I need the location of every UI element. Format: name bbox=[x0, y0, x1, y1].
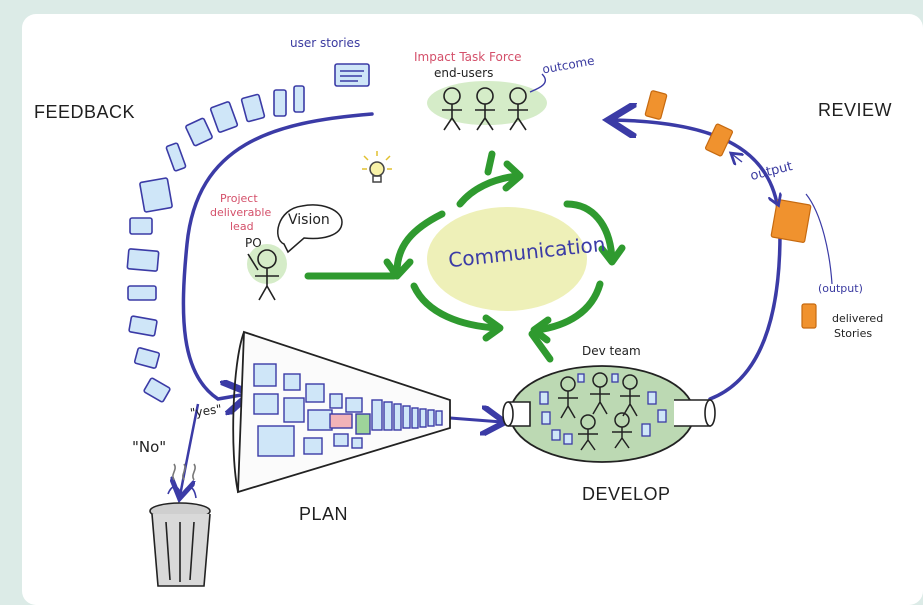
story-card bbox=[273, 89, 287, 117]
delivered-line2: Stories bbox=[834, 327, 873, 340]
po-role-line1: Project bbox=[220, 192, 258, 205]
user-stories-label: user stories bbox=[290, 36, 361, 50]
delivered-line1: delivered bbox=[832, 312, 884, 325]
story-card bbox=[133, 347, 161, 369]
output-bracket bbox=[805, 193, 833, 285]
phase-review: REVIEW bbox=[818, 100, 893, 120]
story-card bbox=[139, 177, 173, 213]
po-figure bbox=[247, 249, 279, 301]
feedback-story-cards bbox=[126, 63, 370, 403]
pod-left-tube bbox=[508, 401, 531, 427]
lightbulb-icon bbox=[362, 151, 392, 183]
story-card bbox=[143, 377, 171, 403]
phase-plan: PLAN bbox=[299, 504, 349, 524]
output-arrow-1 bbox=[732, 154, 742, 162]
end-users-label: end-users bbox=[434, 66, 494, 80]
vision-bubble bbox=[277, 204, 343, 254]
story-card bbox=[127, 285, 157, 301]
reject-arrow bbox=[180, 403, 200, 496]
story-card bbox=[240, 93, 266, 123]
backlog-cards bbox=[253, 363, 443, 457]
no-label: "No" bbox=[132, 438, 167, 456]
story-card bbox=[128, 315, 158, 337]
communication-arrows bbox=[304, 150, 626, 363]
story-card bbox=[126, 248, 160, 272]
impact-task-force-label: Impact Task Force bbox=[414, 50, 522, 64]
po-role-line3: lead bbox=[230, 220, 254, 233]
po-head-ring bbox=[247, 244, 287, 284]
po-role-line2: deliverable bbox=[210, 206, 272, 219]
story-card bbox=[209, 101, 239, 133]
end-user-figures bbox=[442, 87, 528, 131]
plan-to-develop-arrow bbox=[449, 418, 502, 422]
story-card bbox=[334, 63, 370, 87]
story-card bbox=[129, 217, 153, 235]
story-card bbox=[185, 117, 213, 147]
feedback-loop-line bbox=[181, 112, 374, 399]
vision-label: Vision bbox=[288, 212, 330, 228]
output-arrow-2 bbox=[774, 194, 778, 204]
phase-feedback: FEEDBACK bbox=[34, 102, 136, 122]
story-card bbox=[165, 142, 187, 172]
phase-develop: DEVELOP bbox=[582, 484, 671, 504]
output-stories bbox=[644, 90, 817, 329]
communication-cloud bbox=[427, 207, 587, 311]
diagram-canvas: FEEDBACK REVIEW PLAN DEVELOP user storie… bbox=[22, 14, 923, 605]
po-label: PO bbox=[245, 236, 262, 250]
output-paren-label: (output) bbox=[818, 282, 863, 295]
dev-story-cards bbox=[539, 373, 667, 445]
dev-figures bbox=[558, 372, 640, 451]
outcome-pointer bbox=[529, 73, 547, 93]
dev-team-label: Dev team bbox=[582, 344, 641, 358]
trash-bin-icon bbox=[149, 463, 211, 587]
story-card bbox=[293, 85, 305, 113]
diagram-drawing bbox=[126, 63, 833, 587]
